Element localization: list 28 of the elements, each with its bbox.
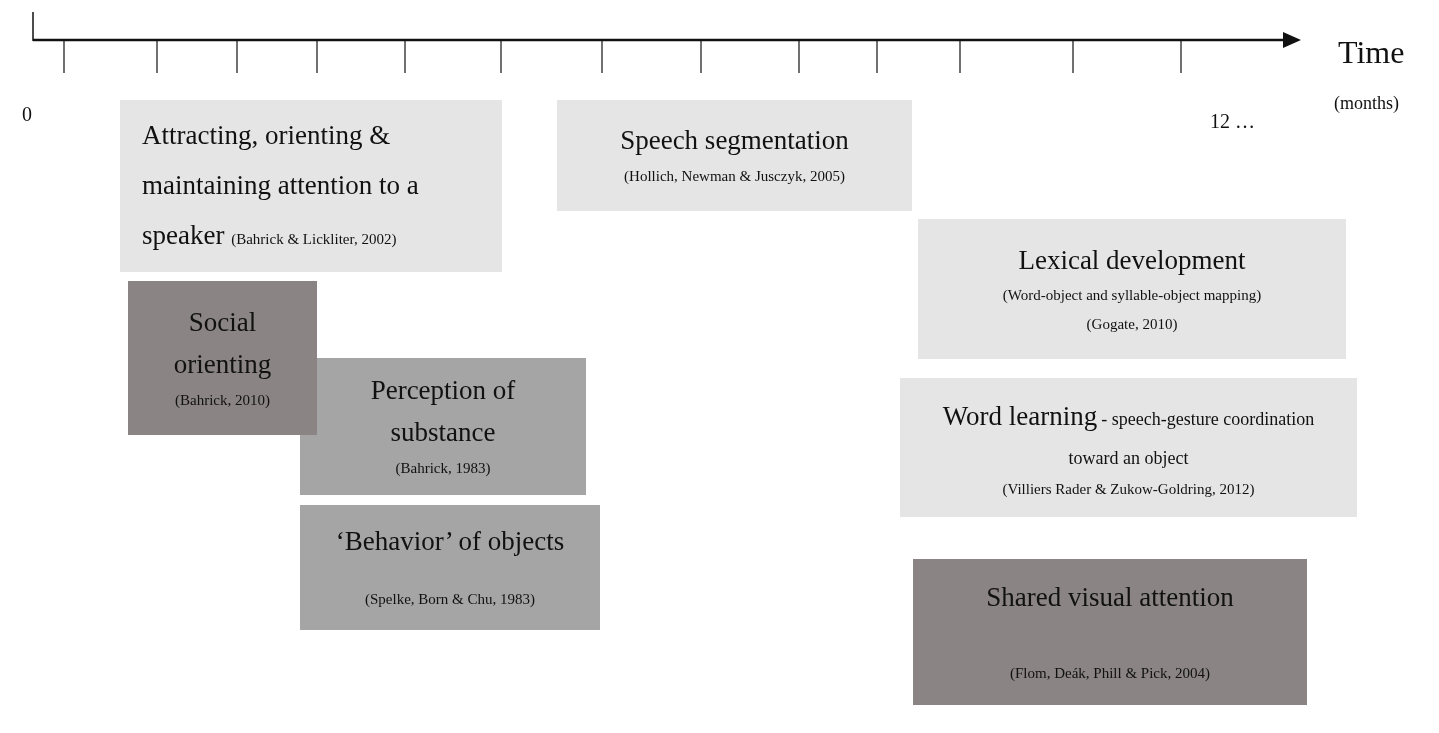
axis-title: Time bbox=[1338, 34, 1405, 71]
tick-label: 12 … bbox=[1210, 110, 1255, 133]
timeline-box bbox=[128, 281, 317, 435]
tick-label: 0 bbox=[22, 103, 32, 126]
timeline-box bbox=[918, 219, 1346, 359]
citation: (Bahrick, 2010) bbox=[175, 390, 270, 410]
citation: (Bahrick, 1983) bbox=[395, 459, 491, 479]
box-title: ‘Behavior’ of objects bbox=[335, 525, 565, 559]
timeline-box bbox=[300, 505, 600, 630]
box-subtitle: (Word-object and syllable-object mapping) bbox=[1002, 286, 1262, 306]
axis-unit: (months) bbox=[1334, 93, 1399, 114]
box-title: Speech segmentation bbox=[620, 124, 849, 158]
citation: (Flom, Deák, Phill & Pick, 2004) bbox=[1010, 663, 1210, 683]
box-title: Perception of substance bbox=[369, 374, 517, 450]
citation: (Gogate, 2010) bbox=[1086, 314, 1178, 334]
box-text: Word learning- speech-gesture coordination toward an object bbox=[941, 399, 1316, 470]
box-title: Shared visual attention bbox=[986, 580, 1234, 614]
citation: (Spelke, Born & Chu, 1983) bbox=[365, 590, 535, 610]
timeline-box bbox=[900, 378, 1357, 517]
box-title: Lexical development bbox=[1018, 243, 1246, 277]
box-text: Attracting, orienting & maintaining attention to a speaker (Bahrick & Lickliter, 2002) bbox=[142, 119, 420, 252]
box-title: Social orienting bbox=[172, 305, 273, 381]
citation: (Villiers Rader & Zukow-Goldring, 2012) bbox=[1002, 479, 1255, 499]
timeline-box bbox=[557, 100, 912, 211]
timeline-box bbox=[913, 559, 1307, 705]
citation: (Hollich, Newman & Jusczyk, 2005) bbox=[624, 167, 845, 187]
timeline-box bbox=[120, 100, 502, 272]
timeline-box bbox=[300, 358, 586, 495]
